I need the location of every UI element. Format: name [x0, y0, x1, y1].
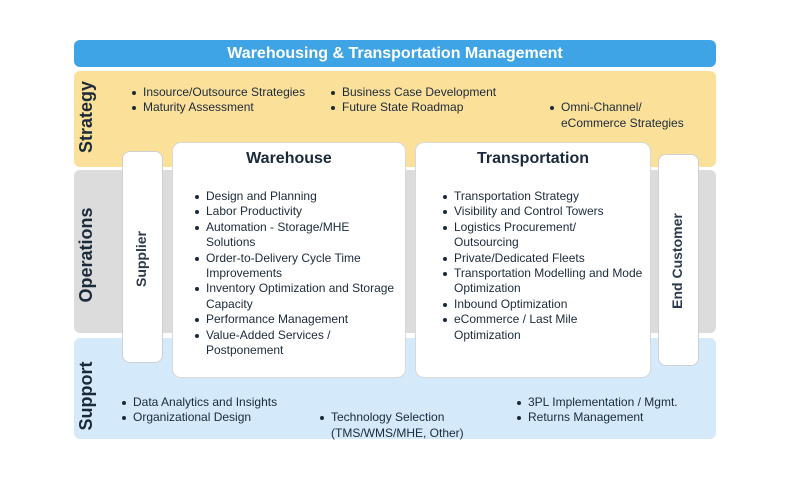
- support-list-3: 3PL Implementation / Mgmt. Returns Manag…: [515, 395, 705, 426]
- list-item: Technology Selection (TMS/WMS/MHE, Other…: [318, 410, 508, 441]
- list-item: Automation - Storage/MHE Solutions: [193, 220, 368, 251]
- diagram-title: Warehousing & Transportation Management: [227, 44, 563, 62]
- list-item: eCommerce / Last Mile Optimization: [441, 312, 604, 343]
- list-item: Maturity Assessment: [130, 100, 320, 115]
- operations-label: Operations: [76, 207, 96, 303]
- list-item: Inventory Optimization and Storage Capac…: [193, 281, 406, 312]
- transportation-card: Transportation Transportation Strategy V…: [416, 143, 650, 377]
- list-item: Design and Planning: [193, 189, 401, 204]
- list-item: Private/Dedicated Fleets: [441, 251, 646, 266]
- strategy-label: Strategy: [76, 80, 96, 154]
- support-list-1: Data Analytics and Insights Organization…: [120, 395, 310, 426]
- list-item: Transportation Strategy: [441, 189, 646, 204]
- list-item: Visibility and Control Towers: [441, 204, 646, 219]
- supplier-card: [123, 152, 162, 362]
- strategy-list-3: Omni-Channel/ eCommerce Strategies: [548, 85, 698, 147]
- end-customer-card: [659, 155, 698, 365]
- list-item: Omni-Channel/ eCommerce Strategies: [548, 100, 698, 131]
- list-item: Performance Management: [193, 312, 401, 327]
- warehouse-card: Warehouse Design and Planning Labor Prod…: [173, 143, 405, 377]
- strategy-list-1: Insource/Outsource Strategies Maturity A…: [130, 85, 320, 116]
- transportation-title: Transportation: [476, 150, 589, 167]
- list-item: Labor Productivity: [193, 204, 401, 219]
- list-item: 3PL Implementation / Mgmt.: [515, 395, 705, 410]
- list-item: Inbound Optimization: [441, 297, 646, 312]
- transportation-list: Transportation Strategy Visibility and C…: [441, 189, 646, 343]
- supplier-label: Supplier: [133, 231, 149, 288]
- warehouse-list: Design and Planning Labor Productivity A…: [193, 189, 401, 358]
- list-item: Business Case Development: [329, 85, 519, 100]
- list-item: Organizational Design: [120, 410, 310, 425]
- list-item: Insource/Outsource Strategies: [130, 85, 320, 100]
- end-customer-label: End Customer: [669, 213, 685, 309]
- list-item: Value-Added Services / Postponement: [193, 328, 356, 359]
- list-item: Returns Management: [515, 410, 705, 425]
- support-label: Support: [76, 361, 96, 431]
- list-item: Future State Roadmap: [329, 100, 519, 115]
- list-item: Logistics Procurement/ Outsourcing: [441, 220, 604, 251]
- support-list-2: Technology Selection (TMS/WMS/MHE, Other…: [318, 395, 508, 457]
- warehouse-title: Warehouse: [246, 150, 332, 167]
- list-item: Order-to-Delivery Cycle Time Improvement…: [193, 251, 371, 282]
- diagram-title-bar: Warehousing & Transportation Management: [74, 40, 716, 67]
- strategy-list-2: Business Case Development Future State R…: [329, 85, 519, 116]
- list-item: Transportation Modelling and Mode Optimi…: [441, 266, 644, 297]
- list-item: Data Analytics and Insights: [120, 395, 310, 410]
